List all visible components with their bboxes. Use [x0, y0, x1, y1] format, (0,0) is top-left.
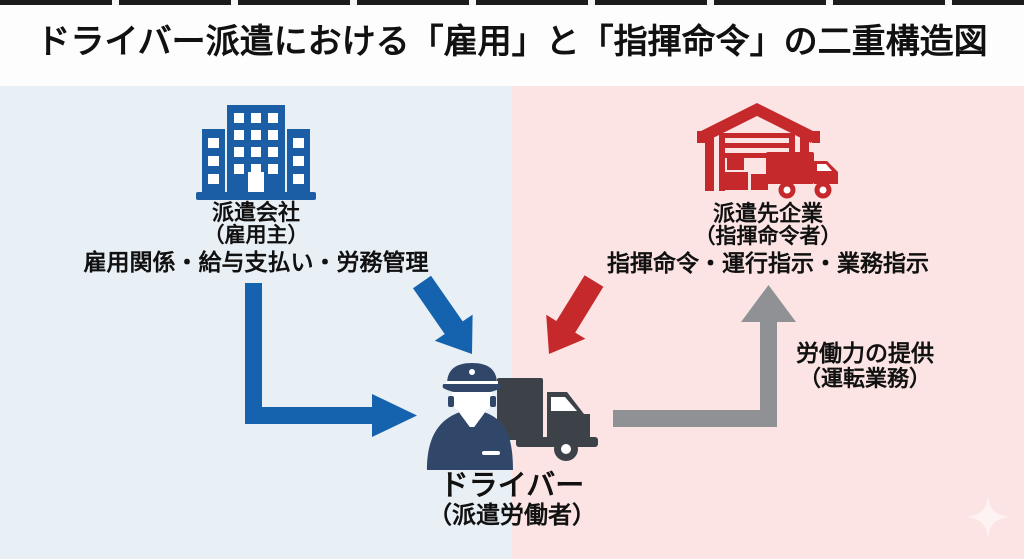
driver-role: （派遣労働者） — [428, 502, 596, 529]
labor-supply-line2: （運転業務） — [798, 366, 931, 391]
labor-supply-line1: 労働力の提供 — [796, 340, 934, 366]
labor-supply-label: 労働力の提供 （運転業務） — [765, 340, 965, 391]
right-entity-relation: 指揮命令・運行指示・業務指示 — [607, 250, 929, 276]
top-crop-strip — [0, 0, 1024, 5]
driver-labels: ドライバー （派遣労働者） — [332, 471, 692, 529]
left-entity-role: （雇用主） — [203, 224, 309, 247]
right-entity-name: 派遣先企業 — [712, 201, 823, 226]
driver-name: ドライバー — [439, 470, 585, 502]
right-entity-role: （指揮命令者） — [694, 225, 842, 248]
left-entity-name: 派遣会社 — [211, 200, 300, 225]
left-entity-labels: 派遣会社 （雇用主） 雇用関係・給与支払い・労務管理 — [26, 201, 486, 275]
right-entity-labels: 派遣先企業 （指揮命令者） 指揮命令・運行指示・業務指示 — [538, 202, 998, 276]
left-entity-relation: 雇用関係・給与支払い・労務管理 — [83, 249, 429, 275]
diagram-title: ドライバー派遣における「雇用」と「指揮命令」の二重構造図 — [36, 23, 988, 61]
